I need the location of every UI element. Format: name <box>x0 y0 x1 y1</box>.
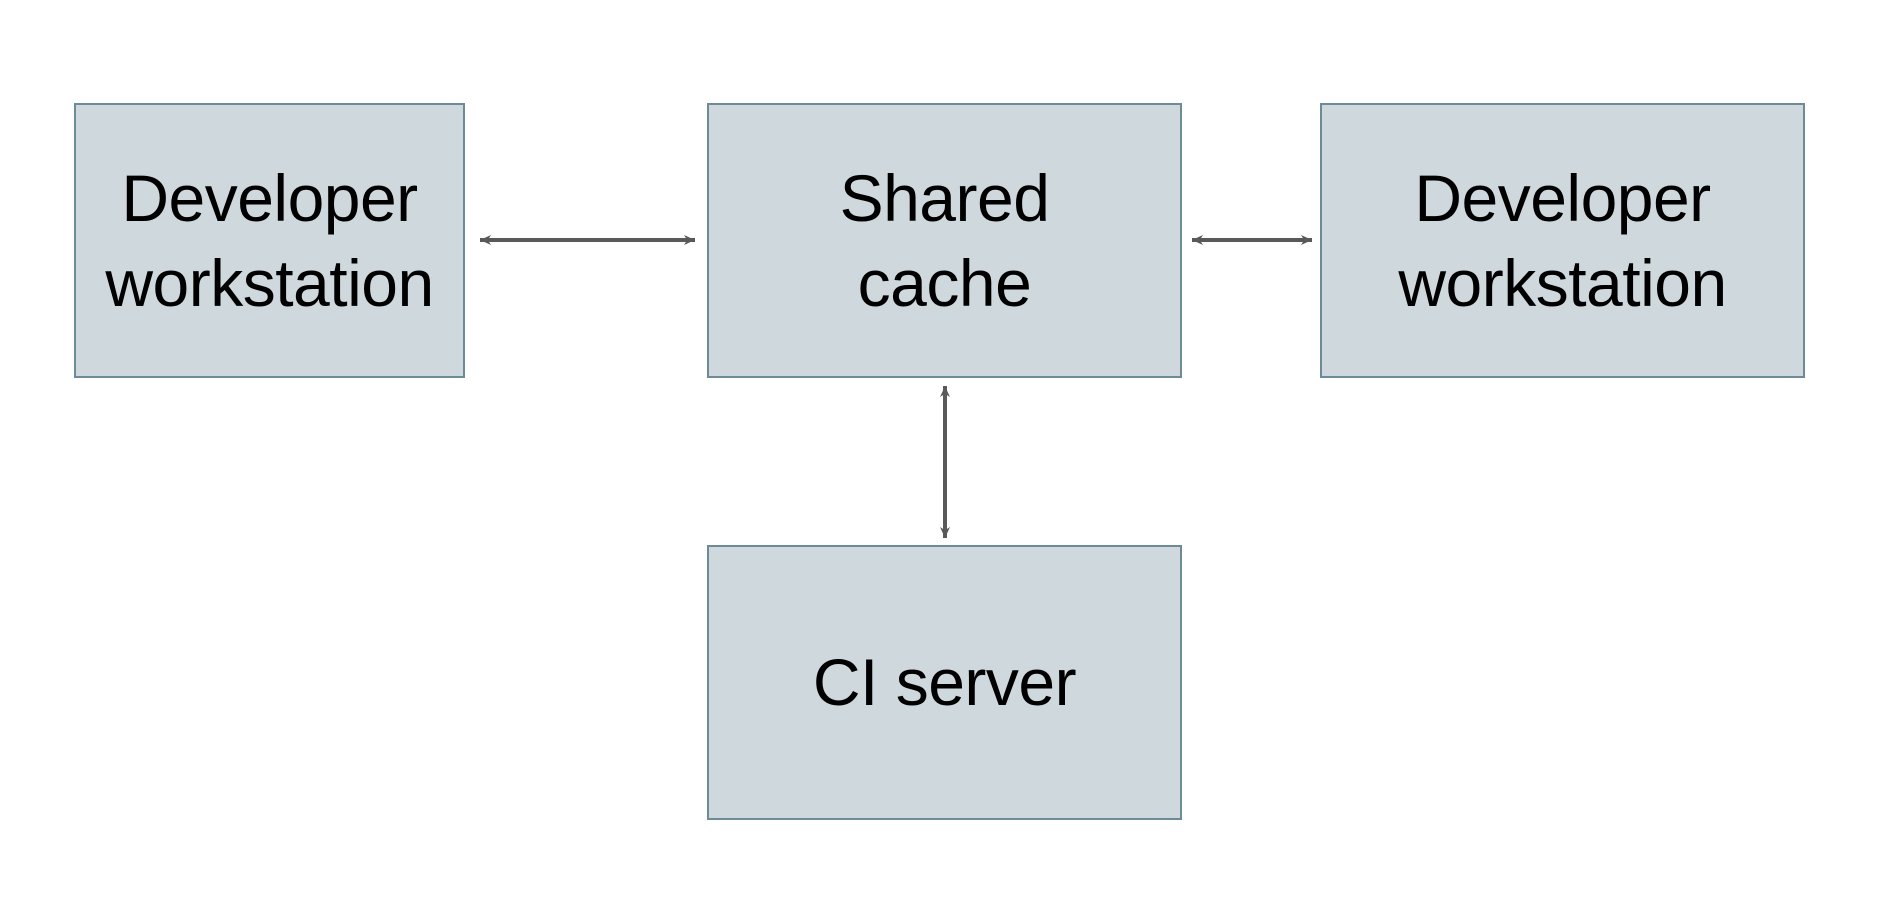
edge-cache-to-dev-right <box>1176 210 1328 270</box>
node-shared-cache[interactable]: Shared cache <box>707 103 1182 378</box>
edge-cache-to-ci <box>915 372 975 552</box>
node-ci-server[interactable]: CI server <box>707 545 1182 820</box>
node-developer-workstation-left[interactable]: Developer workstation <box>74 103 465 378</box>
node-developer-workstation-right[interactable]: Developer workstation <box>1320 103 1805 378</box>
edge-dev-left-to-cache <box>460 210 715 270</box>
